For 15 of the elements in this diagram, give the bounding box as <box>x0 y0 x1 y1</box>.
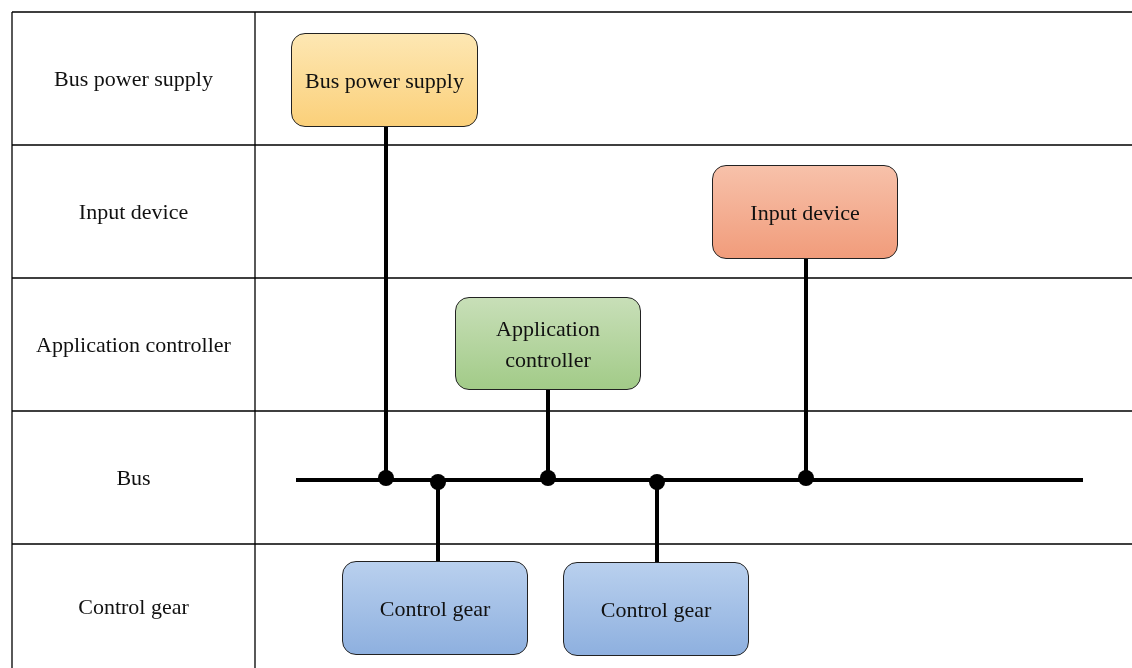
row-label: Bus power supply <box>54 65 213 93</box>
connector-line <box>649 474 665 562</box>
row-label: Application controller <box>36 331 231 359</box>
device-box: Input device <box>712 165 898 259</box>
connector-line <box>430 474 446 561</box>
row-label: Input device <box>78 198 189 226</box>
connector-line <box>540 390 556 486</box>
device-box: Application controller <box>455 297 641 390</box>
device-box: Control gear <box>563 562 749 656</box>
device-box: Bus power supply <box>291 33 478 127</box>
connector-line <box>798 259 814 486</box>
row-label: Control gear <box>78 592 189 621</box>
connector-line <box>378 127 394 486</box>
device-box: Control gear <box>342 561 528 655</box>
row-label: Bus <box>116 464 151 492</box>
